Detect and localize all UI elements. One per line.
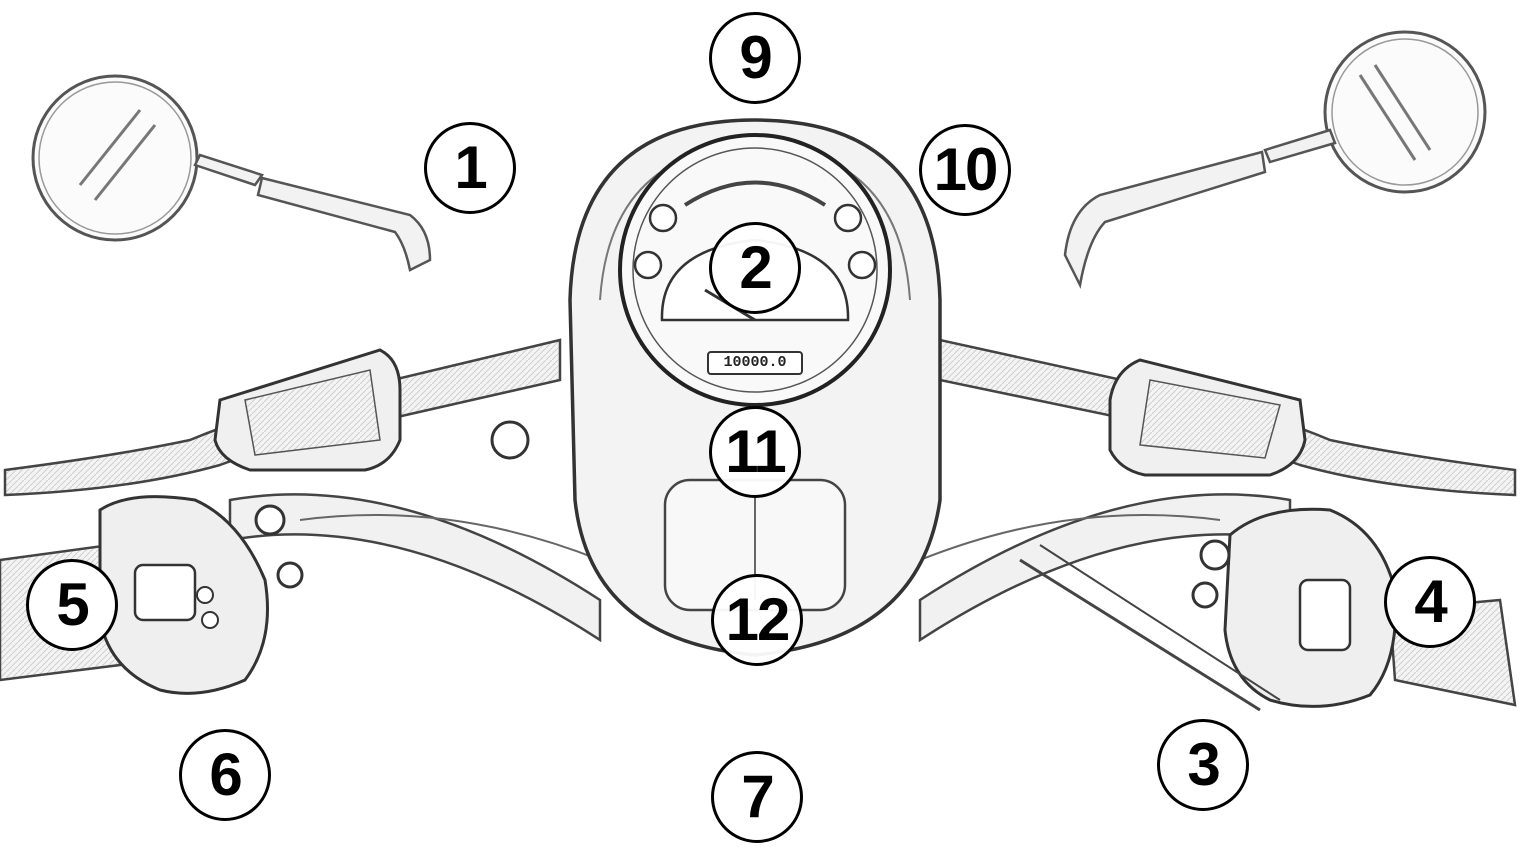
callout-2: 2 [709, 222, 801, 314]
callout-5: 5 [26, 559, 118, 651]
callout-5-label: 5 [56, 575, 87, 635]
odometer-display: 10000.0 [710, 353, 800, 373]
callout-1-label: 1 [454, 138, 485, 198]
callout-10-label: 10 [934, 140, 997, 200]
callout-6: 6 [179, 729, 271, 821]
right-clutch-reservoir [1110, 360, 1305, 475]
callout-3-label: 3 [1187, 735, 1218, 795]
left-mirror [33, 76, 430, 270]
callout-2-label: 2 [739, 238, 770, 298]
callout-1: 1 [424, 122, 516, 214]
callout-7: 7 [711, 751, 803, 843]
callout-9: 9 [709, 12, 801, 104]
callout-12: 12 [711, 574, 803, 666]
callout-4-label: 4 [1414, 572, 1445, 632]
callout-3: 3 [1157, 719, 1249, 811]
callout-4: 4 [1384, 556, 1476, 648]
right-mirror [1065, 32, 1485, 285]
callout-12-label: 12 [726, 590, 789, 650]
callout-11-label: 11 [725, 422, 784, 482]
callout-7-label: 7 [741, 767, 772, 827]
callout-11: 11 [709, 406, 801, 498]
callout-10: 10 [919, 124, 1011, 216]
callout-6-label: 6 [209, 745, 240, 805]
callout-9-label: 9 [739, 28, 770, 88]
